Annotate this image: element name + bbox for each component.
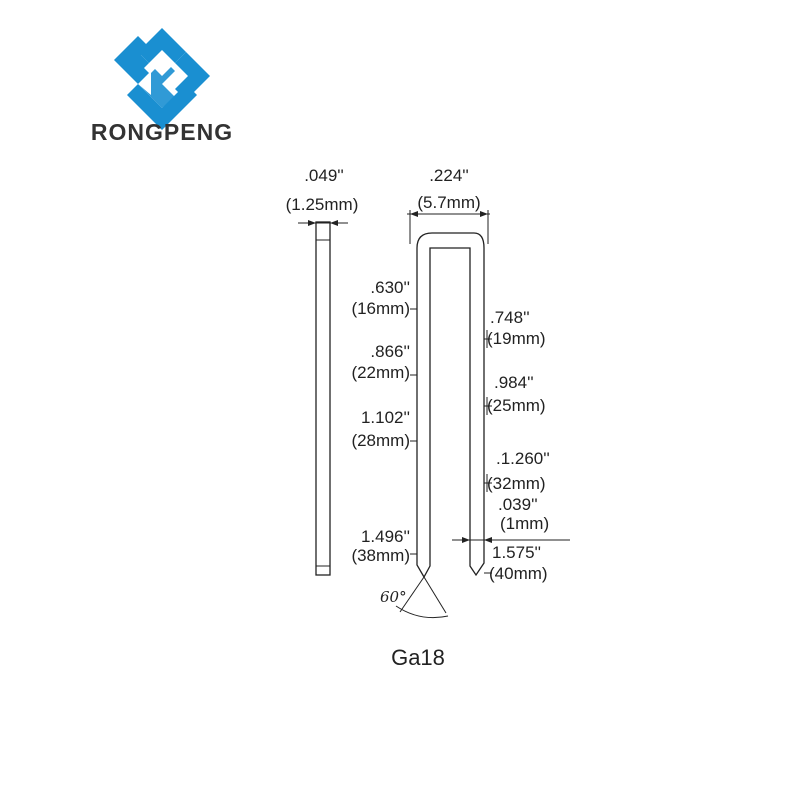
left-length-3-mm: (28mm) — [351, 431, 410, 450]
left-length-ticks — [410, 308, 417, 555]
right-length-4-mm: (40mm) — [489, 564, 548, 583]
wire-thickness-in: .049'' — [304, 166, 344, 185]
left-length-2-in: .866'' — [370, 342, 410, 361]
wire-width-dimension — [452, 537, 570, 543]
wire-thickness-mm: (1.25mm) — [286, 195, 359, 214]
right-length-3-mm: (32mm) — [487, 474, 546, 493]
point-angle-label: 60° — [380, 588, 407, 606]
right-length-ticks — [484, 330, 492, 574]
staple-front-view — [407, 210, 490, 579]
crown-width-mm: (5.7mm) — [417, 193, 480, 212]
right-length-2-mm: (25mm) — [487, 396, 546, 415]
left-length-1-in: .630'' — [370, 278, 410, 297]
left-length-2-mm: (22mm) — [351, 363, 410, 382]
left-length-4-mm: (38mm) — [351, 546, 410, 565]
crown-width-in: .224'' — [429, 166, 469, 185]
left-length-1-mm: (16mm) — [351, 299, 410, 318]
right-length-1-in: .748'' — [490, 308, 530, 327]
wire-width-mm: (1mm) — [500, 514, 549, 533]
left-length-4-in: 1.496'' — [361, 527, 410, 546]
left-length-3-in: 1.102'' — [361, 408, 410, 427]
right-length-2-in: .984'' — [494, 373, 534, 392]
right-length-4-in: 1.575'' — [492, 543, 541, 562]
brand-logo: RONGPENG — [91, 28, 233, 145]
brand-name: RONGPENG — [91, 119, 233, 145]
point-angle-marker — [395, 576, 449, 619]
wire-side-view — [298, 220, 348, 576]
wire-width-in: .039'' — [498, 495, 538, 514]
right-length-3-in: .1.260'' — [496, 449, 550, 468]
gauge-caption: Ga18 — [391, 645, 445, 670]
right-length-1-mm: (19mm) — [487, 329, 546, 348]
rongpeng-logo-icon — [114, 28, 210, 130]
